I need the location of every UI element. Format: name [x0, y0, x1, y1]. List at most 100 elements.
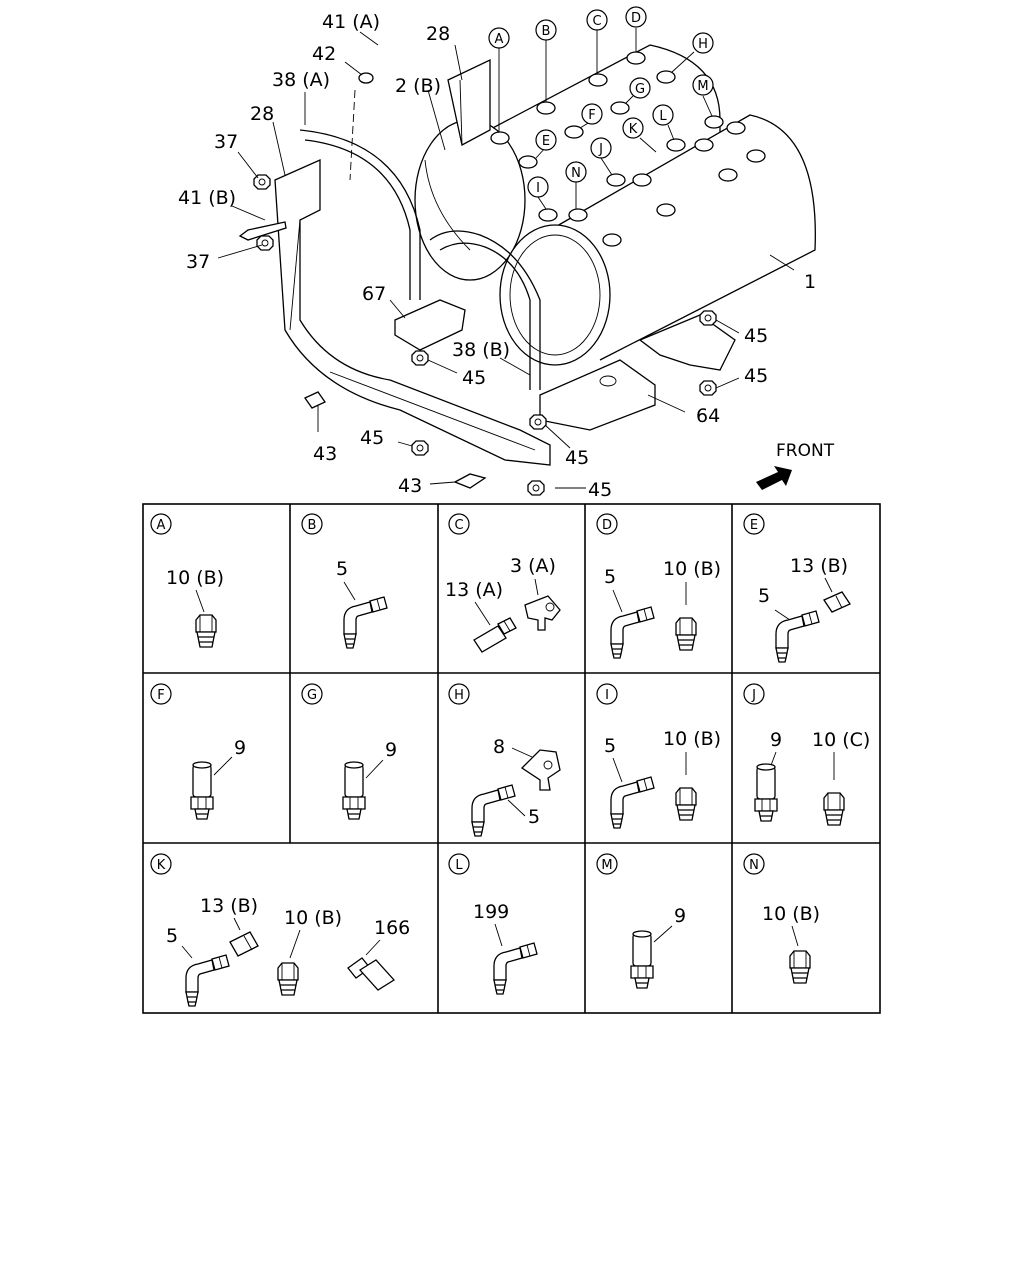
panel-a-letter: A — [157, 518, 166, 533]
port-marker-n: N — [565, 161, 587, 183]
panel-n-letter: N — [749, 858, 759, 873]
svg-text:L: L — [659, 109, 667, 124]
panel-e-letter: E — [750, 518, 758, 533]
panel-m-letter: M — [601, 858, 612, 873]
panel-g-letter: G — [307, 688, 317, 703]
panel-k-part-2: 13 (B) — [200, 895, 258, 917]
detail-panel-n: N 10 (B) — [743, 853, 820, 984]
svg-text:A: A — [495, 32, 504, 47]
port-marker-e: E — [535, 129, 557, 151]
panel-f-part-1: 9 — [234, 737, 246, 759]
panel-g-part-1: 9 — [385, 739, 397, 761]
port-marker-h: H — [692, 32, 714, 54]
port-marker-k: K — [622, 117, 644, 139]
callout-45-b: 45 — [462, 367, 486, 389]
detail-panel-g: G 9 — [301, 683, 397, 820]
detail-grid — [142, 503, 881, 1014]
port-marker-f: F — [581, 103, 603, 125]
port-marker-b: B — [535, 19, 557, 41]
callout-1: 1 — [804, 271, 816, 293]
panel-l-letter: L — [455, 858, 463, 873]
panel-f-letter: F — [157, 688, 164, 703]
detail-panel-k: K 5 13 (B) 10 (B) 166 — [150, 853, 410, 1007]
svg-text:J: J — [598, 142, 603, 157]
detail-panel-b: B 5 — [301, 513, 388, 649]
callout-45-f: 45 — [588, 479, 612, 501]
front-arrow-icon — [756, 466, 792, 490]
panel-h-letter: H — [454, 688, 464, 703]
panel-b-part-1: 5 — [336, 558, 348, 580]
panel-n-part-1: 10 (B) — [762, 903, 820, 925]
port-marker-m: M — [692, 74, 714, 96]
svg-text:D: D — [631, 11, 641, 26]
detail-panel-a: A 10 (B) — [150, 513, 224, 648]
panel-j-part-1: 9 — [770, 729, 782, 751]
panel-l-part-1: 199 — [473, 901, 509, 923]
port-marker-i: I — [527, 176, 549, 198]
leader-lines — [217, 28, 795, 489]
svg-text:I: I — [536, 181, 540, 196]
detail-panel-c: C 13 (A) 3 (A) — [445, 513, 561, 653]
port-marker-a: A — [488, 27, 510, 49]
callout-38a: 38 (A) — [272, 69, 330, 91]
port-marker-g: G — [629, 77, 651, 99]
callout-38b: 38 (B) — [452, 339, 510, 361]
port-marker-d: D — [625, 6, 647, 28]
panel-k-part-1: 5 — [166, 925, 178, 947]
callout-64: 64 — [696, 405, 720, 427]
svg-text:M: M — [697, 79, 708, 94]
panel-a-part-1: 10 (B) — [166, 567, 224, 589]
panel-c-part-2: 3 (A) — [510, 555, 556, 577]
panel-m-part-1: 9 — [674, 905, 686, 927]
panel-k-letter: K — [157, 858, 166, 873]
panel-i-part-1: 5 — [604, 735, 616, 757]
tank-assembly-drawing — [238, 44, 816, 496]
detail-panel-m: M 9 — [596, 853, 686, 989]
panel-b-letter: B — [308, 518, 317, 533]
panel-d-part-2: 10 (B) — [663, 558, 721, 580]
callout-2b: 2 (B) — [395, 75, 441, 97]
panel-h-part-2: 5 — [528, 806, 540, 828]
tank-port-markers — [490, 51, 766, 247]
callout-43-b: 43 — [398, 475, 422, 497]
panel-e-part-1: 5 — [758, 585, 770, 607]
port-marker-c: C — [586, 9, 608, 31]
panel-j-letter: J — [751, 688, 756, 703]
detail-panel-h: H 8 5 — [448, 683, 561, 837]
panel-i-part-2: 10 (B) — [663, 728, 721, 750]
detail-panel-d: D 5 10 (B) — [596, 513, 721, 659]
callout-43-a: 43 — [313, 443, 337, 465]
port-marker-l: L — [652, 104, 674, 126]
callout-45-a: 45 — [744, 325, 768, 347]
svg-text:B: B — [542, 24, 551, 39]
front-label: FRONT — [776, 441, 835, 461]
panel-j-part-2: 10 (C) — [812, 729, 870, 751]
callout-37-top: 37 — [214, 131, 238, 153]
panel-h-part-1: 8 — [493, 736, 505, 758]
panel-e-part-2: 13 (B) — [790, 555, 848, 577]
panel-c-part-1: 13 (A) — [445, 579, 503, 601]
callout-45-e: 45 — [565, 447, 589, 469]
port-marker-j: J — [590, 137, 612, 159]
svg-text:G: G — [635, 82, 645, 97]
callout-41a: 41 (A) — [322, 11, 380, 33]
detail-panel-j: J 9 10 (C) — [743, 683, 870, 826]
panel-i-letter: I — [605, 688, 609, 703]
panel-d-letter: D — [602, 518, 612, 533]
svg-text:F: F — [588, 108, 595, 123]
callout-45-c: 45 — [744, 365, 768, 387]
svg-text:C: C — [592, 14, 601, 29]
svg-text:N: N — [571, 166, 581, 181]
port-letter-markers: A B C D E F G H I J K L M N — [488, 6, 714, 198]
panel-d-part-1: 5 — [604, 566, 616, 588]
callout-41b: 41 (B) — [178, 187, 236, 209]
detail-panel-f: F 9 — [150, 683, 246, 820]
svg-text:K: K — [629, 122, 638, 137]
callout-45-d: 45 — [360, 427, 384, 449]
detail-panel-e: E 5 13 (B) — [743, 513, 851, 663]
panel-k-part-4: 166 — [374, 917, 410, 939]
detail-panel-l: L 199 — [448, 853, 538, 995]
callout-42: 42 — [312, 43, 336, 65]
callout-37-bottom: 37 — [186, 251, 210, 273]
